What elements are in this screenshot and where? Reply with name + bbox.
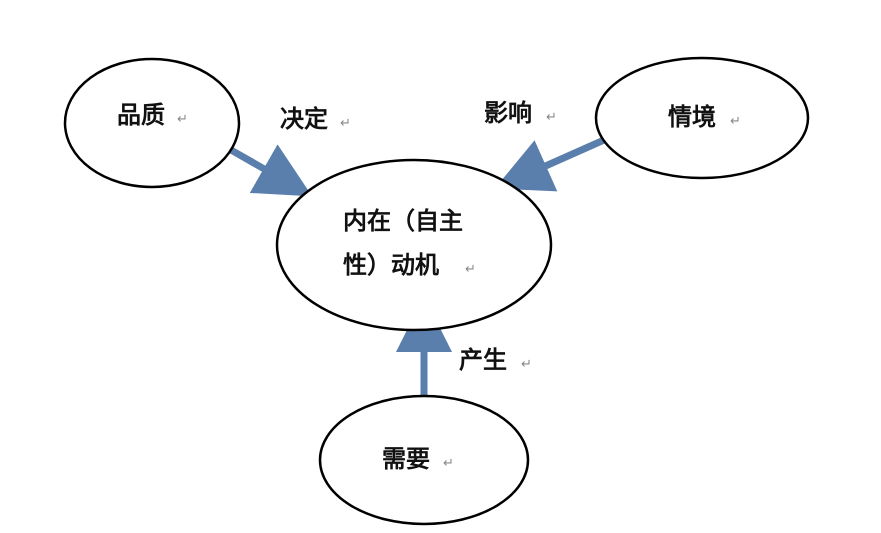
node-quality-ellipse [63,57,241,189]
node-motive-label-line1: 内在（自主 [343,207,463,235]
node-need-label: 需要 [382,445,430,473]
node-need: 需要 ↵ [318,394,530,526]
paragraph-mark-icon: ↵ [340,116,351,131]
paragraph-mark-icon: ↵ [177,112,188,127]
node-need-ellipse [318,394,530,526]
paragraph-mark-icon: ↵ [730,114,741,129]
edge-label-need: 产生 ↵ [459,346,532,374]
arrow-context-to-motive [494,136,606,192]
edge-label-quality: 决定 ↵ [280,105,351,133]
arrow-quality-to-motive [229,144,313,197]
node-context-label: 情境 [668,103,716,131]
node-intrinsic-motive: 内在（自主 性）动机 ↵ [275,158,553,332]
node-motive-label-line2: 性）动机 [343,251,439,279]
edge-label-decide: 决定 [280,105,328,133]
node-context-ellipse [594,56,810,180]
node-quality: 品质 ↵ [63,57,241,189]
node-motive-ellipse [275,158,553,332]
paragraph-mark-icon: ↵ [465,262,476,277]
paragraph-mark-icon: ↵ [521,357,532,372]
edge-label-produce: 产生 [459,346,507,374]
paragraph-mark-icon: ↵ [443,456,454,471]
node-quality-label: 品质 [117,101,165,129]
node-context: 情境 ↵ [594,56,810,180]
paragraph-mark-icon: ↵ [546,110,557,125]
edge-label-influence: 影响 [484,99,532,127]
edge-label-context: 影响 ↵ [484,99,557,127]
